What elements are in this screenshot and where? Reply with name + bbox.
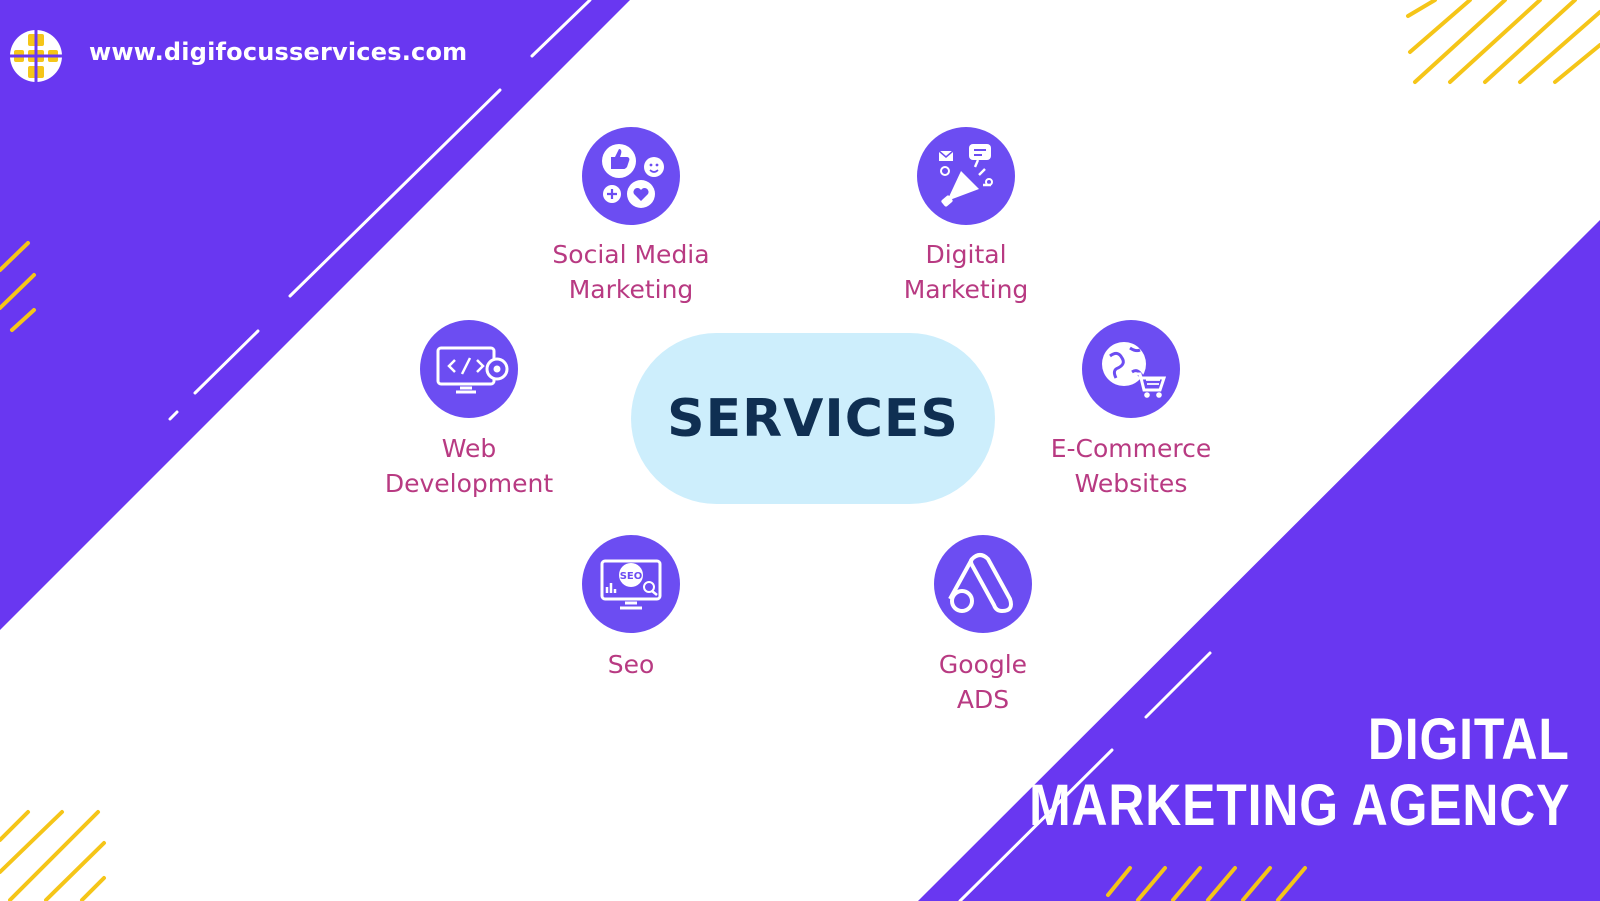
- yellow-stripes-bottom-left: [0, 810, 106, 901]
- web-code-icon: [420, 320, 518, 418]
- agency-title-line1: DIGITAL: [1368, 707, 1570, 772]
- globe-logo-icon: [10, 30, 62, 82]
- globe-cart-icon: [1082, 320, 1180, 418]
- bottom-right-purple-band: [918, 220, 1600, 901]
- yellow-stripes-bottom-right: [1106, 866, 1307, 901]
- services-center-pill: SERVICES: [631, 333, 995, 504]
- svg-text:SEO: SEO: [620, 571, 643, 582]
- white-diagonal-lines: [168, 0, 1212, 901]
- social-media-icon: [582, 127, 680, 225]
- services-title: SERVICES: [667, 388, 959, 449]
- seo-monitor-icon: SEO: [582, 535, 680, 633]
- yellow-stripes-left: [0, 241, 36, 332]
- google-ads-icon: [934, 535, 1032, 633]
- agency-title-line2: MARKETING AGENCY: [1028, 773, 1570, 838]
- header-url[interactable]: www.digifocusservices.com: [89, 38, 468, 66]
- megaphone-icon: [917, 127, 1015, 225]
- top-left-purple-band: [0, 0, 630, 630]
- service-label-seo: Seo: [607, 650, 655, 679]
- yellow-stripes-top-right: [1406, 0, 1600, 84]
